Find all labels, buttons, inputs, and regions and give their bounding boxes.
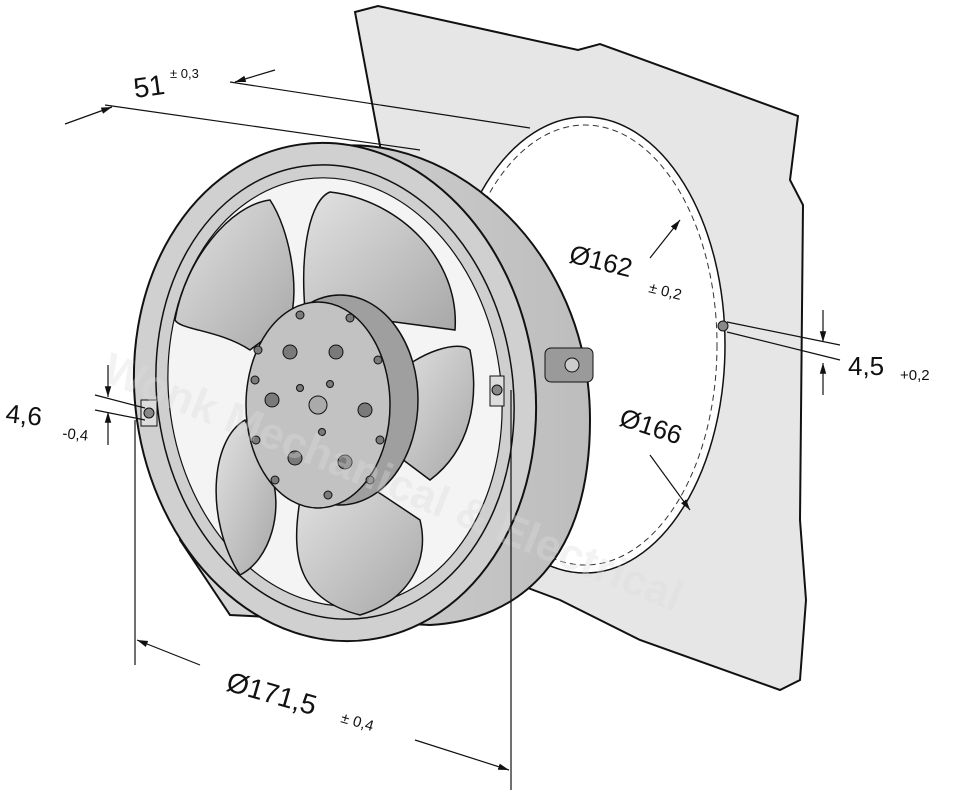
depth-value: 51 (132, 69, 167, 104)
dimension-lines (64, 69, 841, 790)
depth-tolerance: ± 0,3 (170, 66, 199, 81)
panel-hole-size-tolerance: +0,2 (900, 367, 930, 384)
outer-diameter-value: Ø171,5 (223, 666, 320, 721)
fan (132, 141, 594, 643)
panel-hole-size-value: 4,5 (848, 351, 884, 381)
fan-blade (295, 479, 424, 616)
panel-mount-hole (717, 320, 729, 332)
fan-blade (174, 199, 295, 351)
fan-hole-size-tolerance: -0,4 (62, 425, 89, 445)
outer-diameter-tolerance: ± 0,4 (339, 710, 376, 736)
fan-hub (245, 294, 419, 509)
fan-hole-size-value: 4,6 (4, 398, 43, 432)
